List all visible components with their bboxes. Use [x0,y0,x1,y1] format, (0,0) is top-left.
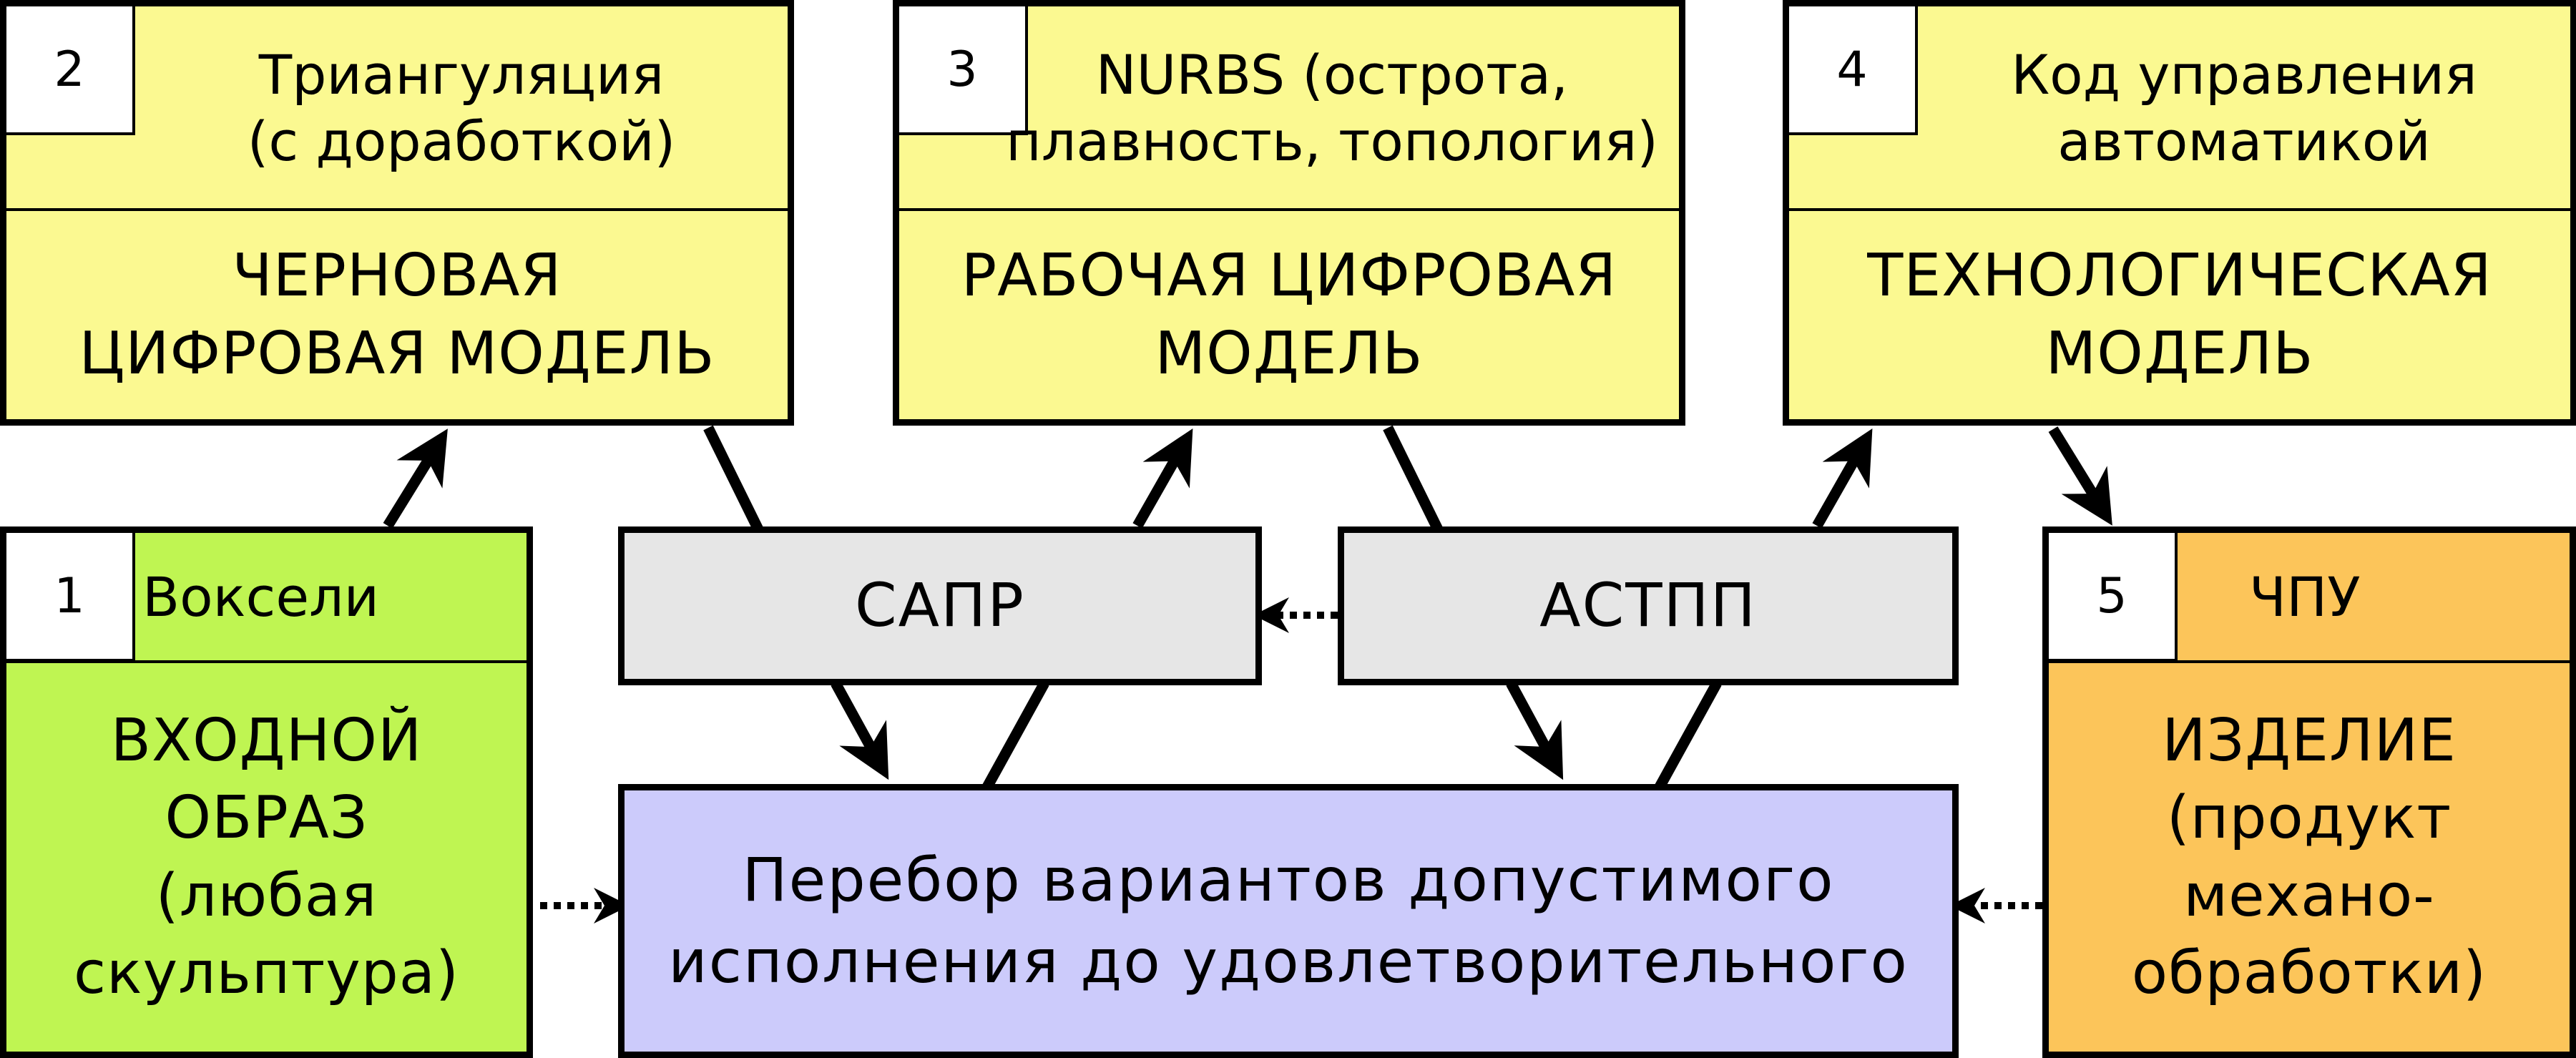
arrow-input-to-draft [383,428,448,529]
box-caption: Код управления автоматикой [2011,42,2477,173]
arrow-astpp-to-tech [1812,428,1873,529]
draft-digital-model-box: 2 Триангуляция (с доработкой) ЧЕРНОВАЯ Ц… [0,0,794,426]
cad-label: САПР [855,570,1025,641]
technological-model-box: 4 Код управления автоматикой ТЕХНОЛОГИЧЕ… [1783,0,2576,426]
box-caption: Триангуляция (с доработкой) [247,42,676,173]
link-working-to-astpp [1383,425,1443,532]
box-number: 2 [6,6,135,135]
box-number: 4 [1789,6,1918,135]
variant-search-box: Перебор вариантов допустимого исполнения… [618,784,1959,1058]
divider [2049,660,2570,663]
arrow-tech-to-cnc [2048,426,2112,526]
product-box: 5 ЧПУ ИЗДЕЛИЕ (продукт механо- обработки… [2042,526,2576,1058]
arrow-cad-to-working [1132,428,1193,529]
divider [899,208,1679,211]
box-title: ВХОДНОЙ ОБРАЗ (любая скульптура) [73,707,460,1007]
input-image-box: 1 Воксели ВХОДНОЙ ОБРАЗ (любая скульптур… [0,526,533,1058]
box-number: 5 [2049,533,2178,662]
working-digital-model-box: 3 NURBS (острота, плавность, топология) … [893,0,1685,426]
box-caption: NURBS (острота, плавность, топология) [1006,42,1658,173]
link-search-to-astpp [1655,680,1722,790]
box-number: 3 [899,6,1028,135]
divider [6,660,527,663]
link-search-to-cad [982,680,1049,790]
link-draft-to-cad [703,425,763,532]
box-caption: ЧПУ [2249,564,2361,629]
box-title: ИЗДЕЛИЕ (продукт механо- обработки) [2131,707,2487,1007]
cad-box: САПР [618,526,1262,685]
box-caption: Воксели [142,564,380,629]
variant-search-label: Перебор вариантов допустимого исполнения… [668,845,1909,996]
box-title: ТЕХНОЛОГИЧЕСКАЯ МОДЕЛЬ [1867,242,2492,388]
box-title: РАБОЧАЯ ЦИФРОВАЯ МОДЕЛЬ [961,242,1617,388]
astpp-box: АСТПП [1338,526,1959,685]
astpp-label: АСТПП [1539,570,1757,641]
divider [6,208,788,211]
divider [1789,208,2570,211]
arrow-astpp-to-search [1506,680,1564,780]
box-number: 1 [6,533,135,662]
arrow-cad-to-search [831,680,889,780]
box-title: ЧЕРНОВАЯ ЦИФРОВАЯ МОДЕЛЬ [79,242,715,388]
